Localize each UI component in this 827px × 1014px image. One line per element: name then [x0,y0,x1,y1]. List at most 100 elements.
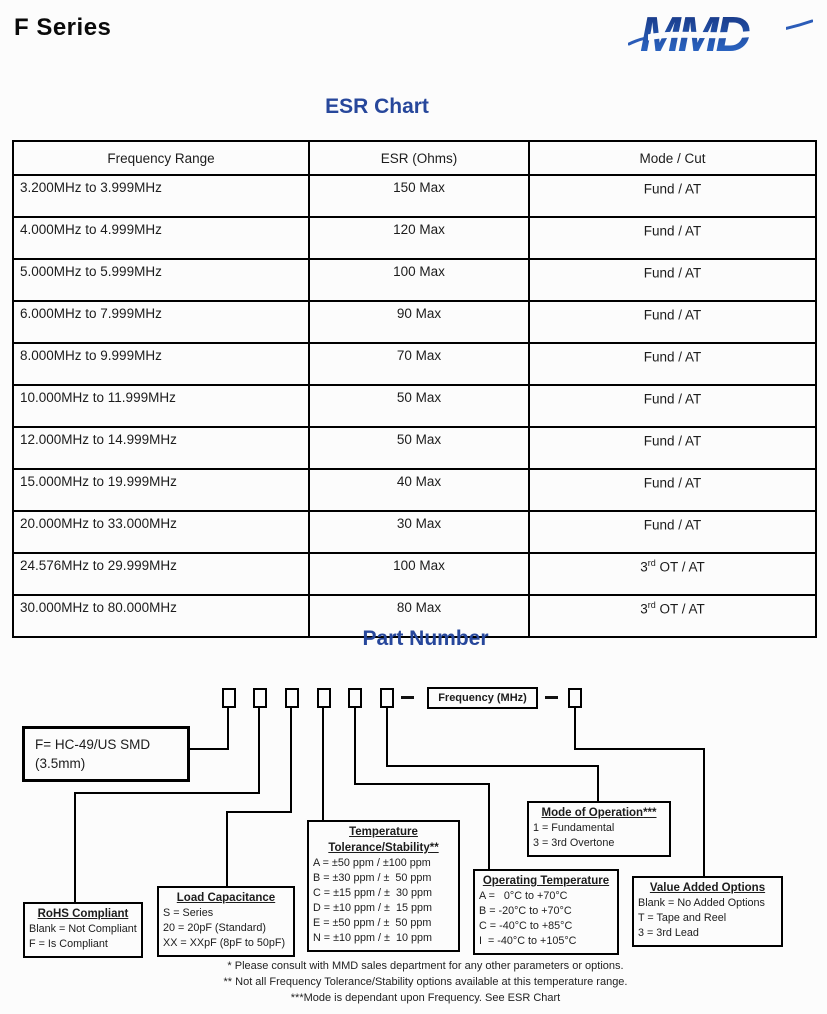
mode-cut-cell: Fund / AT [528,342,817,386]
mode-cut-cell: Fund / AT [528,258,817,302]
load-capacitance-option: 20 = 20pF (Standard) [163,922,266,934]
connector-line [227,708,229,750]
footnote: ** Not all Frequency Tolerance/Stability… [223,976,628,988]
connector-line [322,708,324,821]
operating-temperature-option: C = -40°C to +85°C [479,920,573,932]
mode-cut-cell: Fund / AT [528,468,817,512]
mode-cut-cell: Fund / AT [528,510,817,554]
part-number-heading: Part Number [362,627,489,650]
esr-cell: 80 Max [308,594,530,638]
connector-line [703,748,705,877]
operating-temperature-option: A = 0°C to +70°C [479,890,568,902]
esr-table-header-row: Frequency Range ESR (Ohms) Mode / Cut [12,140,817,176]
frequency-range-cell: 5.000MHz to 5.999MHz [12,258,310,302]
pn-digit-box-operating-temp [348,688,362,708]
load-capacitance-title: Load Capacitance [176,892,276,904]
rohs-option: Blank = Not Compliant [29,923,137,935]
temperature-title-line1: Temperature [349,826,418,838]
col-header-esr-ohms: ESR (Ohms) [308,140,530,176]
esr-cell: 50 Max [308,426,530,470]
connector-line [290,708,292,813]
tolerance-option: D = ±10 ppm / ± 15 ppm [313,902,432,914]
table-row: 12.000MHz to 14.999MHz 50 Max Fund / AT [12,426,817,470]
esr-cell: 40 Max [308,468,530,512]
series-description-box: F= HC-49/US SMD (3.5mm) [22,726,190,782]
connector-line [354,708,356,785]
operating-temperature-box: Operating Temperature A = 0°C to +70°C B… [473,869,619,955]
mmd-logo-icon: MMD [628,8,813,58]
connector-line [386,765,599,767]
esr-table: Frequency Range ESR (Ohms) Mode / Cut 3.… [12,140,817,638]
tolerance-option: E = ±50 ppm / ± 50 ppm [313,917,432,929]
table-row: 30.000MHz to 80.000MHz 80 Max 3rd OT / A… [12,594,817,638]
frequency-range-cell: 24.576MHz to 29.999MHz [12,552,310,596]
table-row: 4.000MHz to 4.999MHz 120 Max Fund / AT [12,216,817,260]
dash-connector [401,696,414,699]
rohs-option: F = Is Compliant [29,938,108,950]
pn-digit-box-mode [380,688,394,708]
temperature-tolerance-box: Temperature Tolerance/Stability** A = ±5… [307,820,460,952]
value-added-options-title: Value Added Options [649,882,766,894]
load-capacitance-option: S = Series [163,907,214,919]
mode-cut-cell: Fund / AT [528,300,817,344]
footnote: ***Mode is dependant upon Frequency. See… [290,992,561,1004]
esr-cell: 150 Max [308,174,530,218]
esr-cell: 90 Max [308,300,530,344]
table-row: 10.000MHz to 11.999MHz 50 Max Fund / AT [12,384,817,428]
connector-line [574,748,705,750]
connector-line [74,792,260,794]
value-added-option: T = Tape and Reel [638,912,727,924]
load-capacitance-box: Load Capacitance S = Series 20 = 20pF (S… [157,886,295,957]
connector-line [226,811,228,887]
frequency-range-cell: 8.000MHz to 9.999MHz [12,342,310,386]
frequency-range-cell: 15.000MHz to 19.999MHz [12,468,310,512]
connector-line [226,811,292,813]
mode-cut-cell: 3rd OT / AT [528,552,817,596]
pn-digit-box-series [222,688,236,708]
frequency-range-cell: 6.000MHz to 7.999MHz [12,300,310,344]
table-row: 24.576MHz to 29.999MHz 100 Max 3rd OT / … [12,552,817,596]
connector-line [74,792,76,902]
connector-line [386,708,388,767]
frequency-box: Frequency (MHz) [427,687,538,709]
connector-line [574,708,576,750]
tolerance-option: N = ±10 ppm / ± 10 ppm [313,932,432,944]
mode-cut-cell: Fund / AT [528,216,817,260]
page-title: F Series [14,14,112,41]
table-row: 15.000MHz to 19.999MHz 40 Max Fund / AT [12,468,817,512]
value-added-option: Blank = No Added Options [638,897,765,909]
connector-line [354,783,490,785]
esr-cell: 120 Max [308,216,530,260]
series-line1: F= HC-49/US SMD [35,737,151,752]
mode-cut-cell: 3rd OT / AT [528,594,817,638]
esr-cell: 100 Max [308,258,530,302]
tolerance-option: C = ±15 ppm / ± 30 ppm [313,887,432,899]
frequency-range-cell: 12.000MHz to 14.999MHz [12,426,310,470]
connector-line [258,708,260,794]
connector-line [488,783,490,870]
operating-temperature-title: Operating Temperature [482,875,610,887]
footnote: * Please consult with MMD sales departme… [227,960,624,972]
esr-chart-heading: ESR Chart [325,95,429,118]
load-capacitance-option: XX = XXpF (8pF to 50pF) [163,937,286,949]
operating-temperature-option: I = -40°C to +105°C [479,935,577,947]
esr-cell: 100 Max [308,552,530,596]
col-header-frequency-range: Frequency Range [12,140,310,176]
table-row: 5.000MHz to 5.999MHz 100 Max Fund / AT [12,258,817,302]
pn-digit-box-load-capacitance [285,688,299,708]
mode-cut-cell: Fund / AT [528,174,817,218]
connector-line [597,765,599,802]
frequency-range-cell: 20.000MHz to 33.000MHz [12,510,310,554]
series-line2: (3.5mm) [35,756,86,771]
table-row: 20.000MHz to 33.000MHz 30 Max Fund / AT [12,510,817,554]
temperature-title-line2: Tolerance/Stability** [328,842,439,854]
pn-digit-box-value-added [568,688,582,708]
pn-digit-box-rohs [253,688,267,708]
mode-cut-cell: Fund / AT [528,426,817,470]
col-header-mode-cut: Mode / Cut [528,140,817,176]
esr-cell: 30 Max [308,510,530,554]
frequency-range-cell: 3.200MHz to 3.999MHz [12,174,310,218]
dash-connector [545,696,558,699]
pn-digit-box-tolerance [317,688,331,708]
rohs-compliant-box: RoHS Compliant Blank = Not Compliant F =… [23,902,143,958]
